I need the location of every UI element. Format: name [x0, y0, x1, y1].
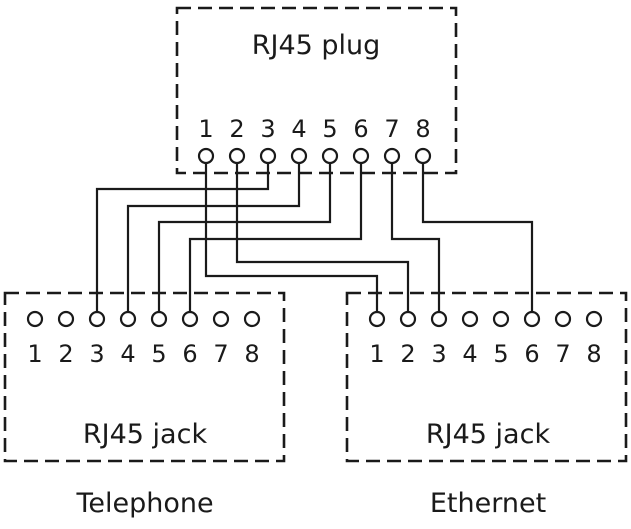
plug-pin-8 — [414, 147, 432, 165]
ethernet-jack-pin-2 — [399, 310, 417, 328]
ethernet-jack-pin-label-8: 8 — [586, 340, 601, 368]
plug-pin-label-7: 7 — [384, 115, 399, 143]
ethernet-jack-pin-7 — [554, 310, 572, 328]
plug-pin-label-4: 4 — [291, 115, 306, 143]
ethernet-jack-title: RJ45 jack — [426, 419, 551, 450]
wires — [95, 156, 534, 319]
plug-pin-5 — [321, 147, 339, 165]
wire-plug-4-to-telephone-4 — [126, 156, 301, 319]
telephone-jack-pin-label-3: 3 — [89, 340, 104, 368]
plug-pin-label-6: 6 — [353, 115, 368, 143]
wire-plug-2-to-ethernet-2 — [235, 156, 410, 319]
plug-pin-label-8: 8 — [415, 115, 430, 143]
ethernet-jack-pin-label-4: 4 — [462, 340, 477, 368]
telephone-jack-pin-1 — [26, 310, 44, 328]
ethernet-jack-pin-label-5: 5 — [493, 340, 508, 368]
telephone-jack-title: RJ45 jack — [83, 419, 208, 450]
telephone-caption: Telephone — [75, 488, 213, 519]
plug-pin-3 — [259, 147, 277, 165]
telephone-jack-pin-2 — [57, 310, 75, 328]
telephone-jack-pin-label-4: 4 — [120, 340, 135, 368]
plug-pin-label-5: 5 — [322, 115, 337, 143]
telephone-jack-pin-7 — [212, 310, 230, 328]
telephone-jack-pin-label-7: 7 — [213, 340, 228, 368]
plug-box — [175, 6, 458, 175]
ethernet-jack-box — [345, 291, 628, 463]
ethernet-jack-pin-1 — [368, 310, 386, 328]
ethernet-jack-pin-label-3: 3 — [431, 340, 446, 368]
telephone-jack-pin-4 — [119, 310, 137, 328]
plug-pin-label-3: 3 — [260, 115, 275, 143]
plug-title: RJ45 plug — [252, 30, 381, 61]
plug-pin-label-2: 2 — [229, 115, 244, 143]
plug-pin-7 — [383, 147, 401, 165]
telephone-jack-pin-label-5: 5 — [151, 340, 166, 368]
ethernet-caption: Ethernet — [430, 488, 546, 519]
telephone-jack-pin-label-1: 1 — [27, 340, 42, 368]
ethernet-jack-pin-3 — [430, 310, 448, 328]
wire-plug-6-to-telephone-6 — [188, 156, 363, 319]
ethernet-jack-pin-5 — [492, 310, 510, 328]
ethernet-jack-pin-label-2: 2 — [400, 340, 415, 368]
plug-pin-1 — [197, 147, 215, 165]
telephone-jack-pins — [26, 310, 261, 328]
telephone-jack-pin-8 — [243, 310, 261, 328]
telephone-jack-pin-6 — [181, 310, 199, 328]
ethernet-jack-pin-6 — [523, 310, 541, 328]
ethernet-jack-pins — [368, 310, 603, 328]
ethernet-jack-pin-label-6: 6 — [524, 340, 539, 368]
wire-plug-3-to-telephone-3 — [95, 156, 270, 319]
wire-plug-1-to-ethernet-1 — [204, 156, 379, 319]
telephone-jack-pin-label-2: 2 — [58, 340, 73, 368]
plug-pin-2 — [228, 147, 246, 165]
ethernet-jack-pin-label-1: 1 — [369, 340, 384, 368]
plug-pin-4 — [290, 147, 308, 165]
telephone-jack-pin-label-8: 8 — [244, 340, 259, 368]
wire-plug-5-to-telephone-5 — [157, 156, 332, 319]
plug-pin-6 — [352, 147, 370, 165]
telephone-jack-pin-5 — [150, 310, 168, 328]
telephone-jack-pin-3 — [88, 310, 106, 328]
ethernet-jack-pin-8 — [585, 310, 603, 328]
plug-pin-label-1: 1 — [198, 115, 213, 143]
telephone-jack-box — [3, 291, 286, 463]
telephone-jack-pin-label-6: 6 — [182, 340, 197, 368]
plug-pins — [197, 147, 432, 165]
ethernet-jack-pin-4 — [461, 310, 479, 328]
ethernet-jack-pin-label-7: 7 — [555, 340, 570, 368]
wire-plug-7-to-ethernet-3 — [390, 156, 441, 319]
wire-plug-8-to-ethernet-6 — [421, 156, 534, 319]
